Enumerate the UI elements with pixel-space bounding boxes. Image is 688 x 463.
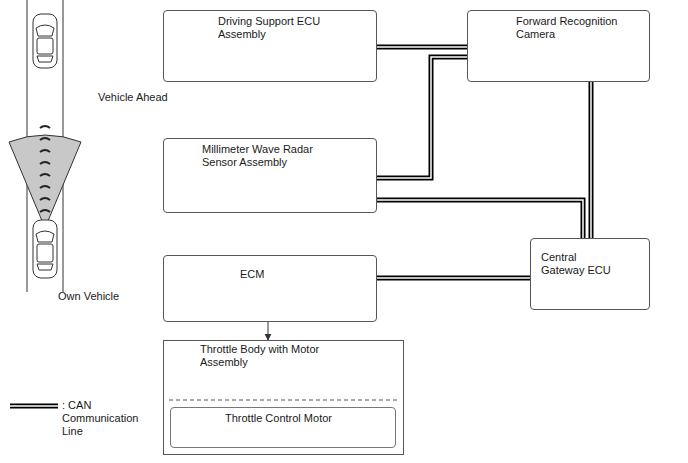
can-line-outer [377,200,583,238]
box-label: Throttle Control Motor [225,412,385,425]
box-label: Central Gateway ECU [541,251,621,277]
dashed-divider [169,400,398,401]
component-box: Throttle Body with Motor AssemblyThrottl… [163,340,404,455]
component-box: Forward Recognition Camera [467,10,650,82]
component-box: Driving Support ECU Assembly [163,10,377,82]
box-label: Millimeter Wave Radar Sensor Assembly [202,143,332,169]
can-line [377,47,467,48]
vehicle-label: Vehicle Ahead [98,91,168,104]
box-label: Driving Support ECU Assembly [218,15,328,41]
can-line-outer [377,276,530,281]
inner-part-box: Throttle Control Motor [170,407,396,448]
can-line-outer [377,57,467,178]
arrow-line [268,322,269,340]
box-label: ECM [240,268,350,281]
can-line [377,278,530,279]
vehicle-label: Own Vehicle [58,290,119,303]
legend-text: : CAN Communication Line [62,399,148,439]
can-line-inner [590,82,592,238]
can-line-inner [377,200,583,238]
vehicle-ahead-icon [33,14,57,68]
can-line [591,82,592,238]
signal-arrow [268,322,269,340]
own-vehicle-icon [33,220,57,278]
can-line-inner [377,57,467,178]
component-box: ECM [163,255,377,322]
can-line [377,200,583,238]
component-box: Millimeter Wave Radar Sensor Assembly [163,138,377,213]
can-line-outer [589,82,594,238]
legend-sample [10,406,58,407]
can-line-inner [377,46,467,48]
radar-cone [9,135,81,228]
can-line-outer [377,45,467,50]
box-label: Forward Recognition Camera [516,15,636,41]
component-box: Central Gateway ECU [530,238,650,310]
can-line [377,57,467,178]
radar-waves [40,126,50,212]
can-line-inner [377,277,530,279]
box-label: Throttle Body with Motor Assembly [200,343,330,369]
